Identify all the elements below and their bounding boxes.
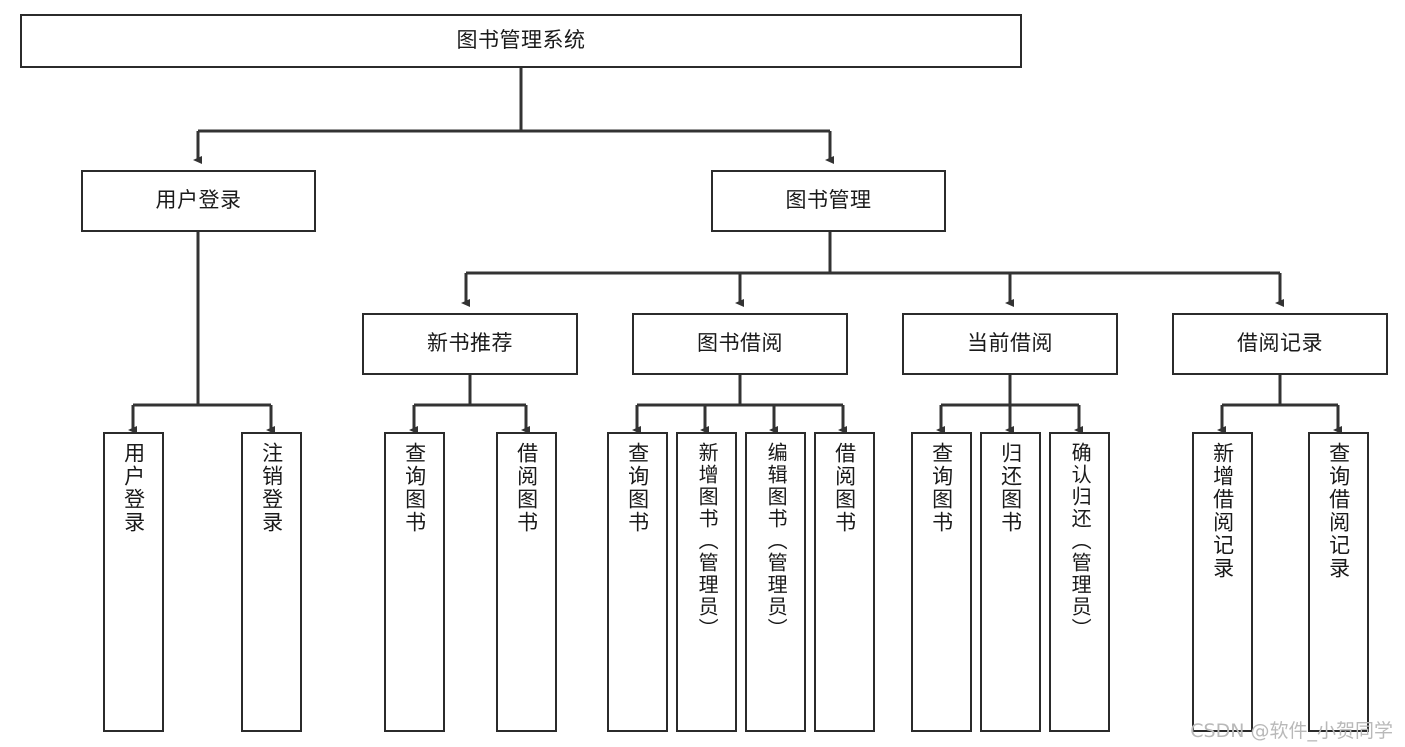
node-book-management[interactable]: 图书管理 [711,170,946,232]
node-leaf-add-record[interactable]: 新增借阅记录 [1192,432,1253,732]
node-label: 用户登录 [121,442,146,534]
node-leaf-add-book[interactable]: 新增图书（管理员） [676,432,737,732]
node-label: 图书管理系统 [456,28,586,53]
node-label: 查询图书 [402,442,427,534]
node-label: 借阅记录 [1237,331,1323,356]
node-label: 注销登录 [259,442,284,534]
node-label: 查询借阅记录 [1326,442,1351,580]
node-label: 当前借阅 [967,331,1053,356]
node-label: 新增借阅记录 [1210,442,1235,580]
node-new-book-recommend[interactable]: 新书推荐 [362,313,578,375]
node-leaf-query-book-1[interactable]: 查询图书 [384,432,445,732]
node-label: 图书管理 [785,188,872,213]
node-label: 新书推荐 [427,331,513,356]
node-root-system[interactable]: 图书管理系统 [20,14,1022,68]
node-user-login[interactable]: 用户登录 [81,170,316,232]
node-leaf-query-record[interactable]: 查询借阅记录 [1308,432,1369,732]
node-leaf-logout-login[interactable]: 注销登录 [241,432,302,732]
node-leaf-query-book-3[interactable]: 查询图书 [911,432,972,732]
node-label: 查询图书 [929,442,954,534]
node-book-borrow[interactable]: 图书借阅 [632,313,848,375]
node-leaf-user-login[interactable]: 用户登录 [103,432,164,732]
node-leaf-borrow-book-2[interactable]: 借阅图书 [814,432,875,732]
watermark-text: CSDN @软件_小贺同学 [1190,720,1393,742]
node-label: 新增图书（管理员） [695,442,720,640]
node-leaf-confirm-return[interactable]: 确认归还（管理员） [1049,432,1110,732]
node-label: 图书借阅 [697,331,783,356]
node-label: 借阅图书 [832,442,857,534]
node-label: 归还图书 [998,442,1023,534]
node-borrow-record[interactable]: 借阅记录 [1172,313,1388,375]
node-label: 确认归还（管理员） [1068,442,1093,640]
node-label: 查询图书 [625,442,650,534]
node-label: 编辑图书（管理员） [764,442,789,640]
node-leaf-edit-book[interactable]: 编辑图书（管理员） [745,432,806,732]
node-current-borrow[interactable]: 当前借阅 [902,313,1118,375]
node-label: 借阅图书 [514,442,539,534]
node-leaf-query-book-2[interactable]: 查询图书 [607,432,668,732]
node-leaf-return-book[interactable]: 归还图书 [980,432,1041,732]
node-leaf-borrow-book-1[interactable]: 借阅图书 [496,432,557,732]
node-label: 用户登录 [155,188,242,213]
